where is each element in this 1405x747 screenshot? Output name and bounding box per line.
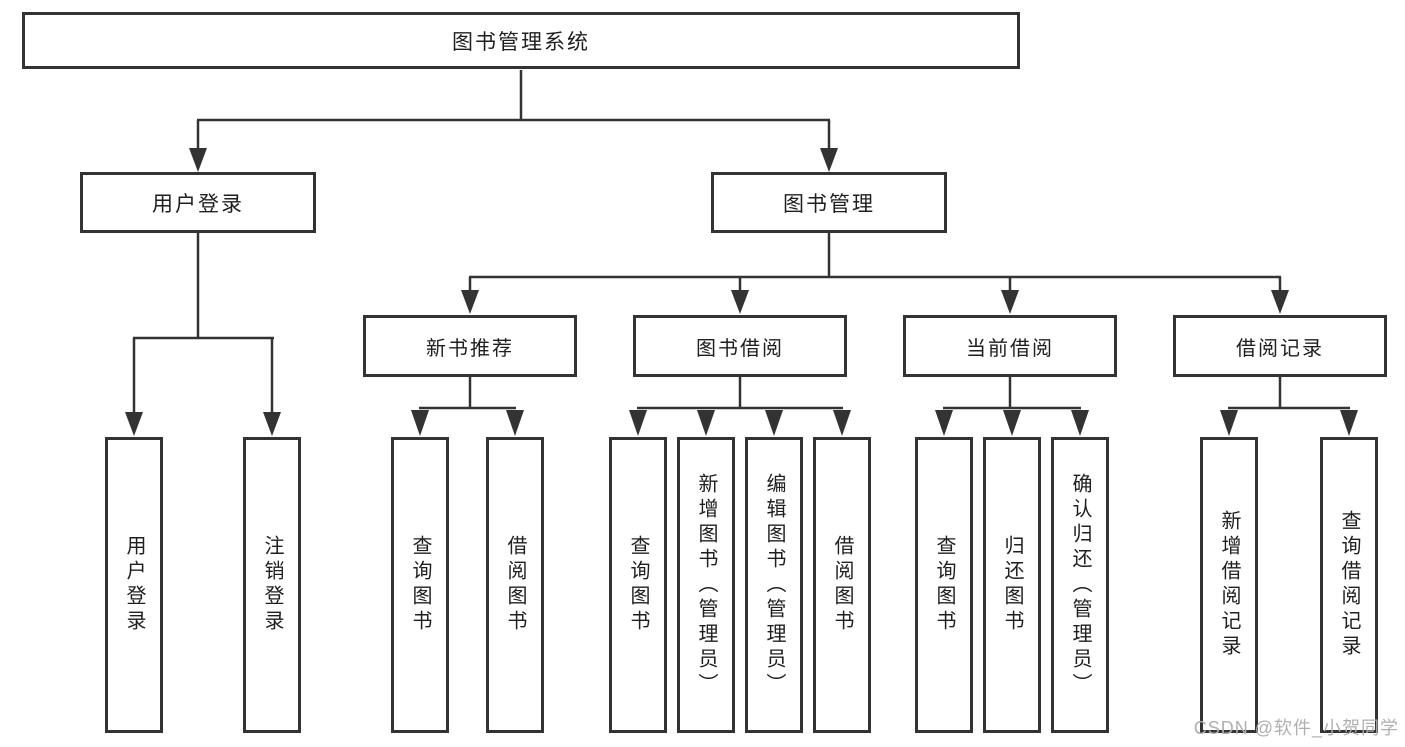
- connector-arrowhead: [411, 410, 429, 436]
- node-label: 用户登录: [123, 535, 145, 635]
- csdn-watermark: CSDN @软件_小贺同学: [1193, 718, 1399, 738]
- connector-arrowhead: [1003, 410, 1021, 436]
- connector-arrowhead: [263, 412, 281, 436]
- node-label: 新增借阅记录: [1218, 510, 1240, 660]
- node-label: 注销登录: [261, 535, 283, 635]
- node-label: 归还图书: [1001, 535, 1023, 635]
- node-label: 查询图书: [409, 535, 431, 635]
- leaf-query-borrow-record: 查询借阅记录: [1320, 437, 1378, 733]
- connector-arrowhead: [189, 148, 207, 172]
- node-label: 查询图书: [933, 535, 955, 635]
- node-borrowing-records: 借阅记录: [1173, 315, 1387, 377]
- connector-arrowhead: [1271, 290, 1289, 314]
- leaf-logout: 注销登录: [243, 437, 301, 733]
- leaf-user-login: 用户登录: [105, 437, 163, 733]
- node-label: 图书管理系统: [452, 30, 590, 54]
- leaf-add-borrow-record: 新增借阅记录: [1200, 437, 1258, 733]
- node-label: 图书借阅: [696, 337, 784, 360]
- connector-arrowhead: [1340, 410, 1358, 436]
- connector-arrowhead: [1220, 410, 1238, 436]
- connector-arrowhead: [1071, 410, 1089, 436]
- connector-arrowhead: [697, 410, 715, 436]
- node-label: 新增图书（管理员）: [695, 472, 717, 698]
- connector-arrowhead: [765, 410, 783, 436]
- connector-arrowhead: [125, 412, 143, 436]
- connector-arrowhead: [935, 410, 953, 436]
- leaf-query-books-borrowing: 查询图书: [609, 437, 667, 733]
- node-new-book-recommendation: 新书推荐: [363, 315, 577, 377]
- node-book-borrowing: 图书借阅: [633, 315, 847, 377]
- node-label: 编辑图书（管理员）: [763, 472, 785, 698]
- leaf-query-books-recommend: 查询图书: [391, 437, 449, 733]
- connector-arrowhead: [629, 410, 647, 436]
- connector-arrowhead: [820, 148, 838, 172]
- connector-arrowhead: [506, 410, 524, 436]
- node-current-borrowing: 当前借阅: [903, 315, 1117, 377]
- node-label: 查询借阅记录: [1338, 510, 1360, 660]
- leaf-add-books-admin: 新增图书（管理员）: [677, 437, 735, 733]
- connector-arrowhead: [731, 290, 749, 314]
- node-user-login: 用户登录: [80, 172, 316, 233]
- leaf-borrow-books-recommend: 借阅图书: [486, 437, 544, 733]
- leaf-edit-books-admin: 编辑图书（管理员）: [745, 437, 803, 733]
- node-label: 借阅图书: [831, 535, 853, 635]
- connector-arrowhead: [461, 290, 479, 314]
- node-label: 新书推荐: [426, 337, 514, 360]
- leaf-query-books-current: 查询图书: [915, 437, 973, 733]
- connector-arrowhead: [1001, 290, 1019, 314]
- node-label: 用户登录: [152, 192, 244, 216]
- leaf-return-books: 归还图书: [983, 437, 1041, 733]
- node-label: 图书管理: [783, 192, 875, 216]
- node-label: 确认归还（管理员）: [1069, 472, 1091, 698]
- leaf-borrow-books-borrowing: 借阅图书: [813, 437, 871, 733]
- connector-arrowhead: [833, 410, 851, 436]
- node-label: 查询图书: [627, 535, 649, 635]
- node-library-management-system: 图书管理系统: [22, 12, 1020, 69]
- leaf-confirm-return-admin: 确认归还（管理员）: [1051, 437, 1109, 733]
- node-label: 借阅图书: [504, 535, 526, 635]
- node-label: 当前借阅: [966, 337, 1054, 360]
- node-book-management: 图书管理: [711, 172, 947, 233]
- node-label: 借阅记录: [1236, 337, 1324, 360]
